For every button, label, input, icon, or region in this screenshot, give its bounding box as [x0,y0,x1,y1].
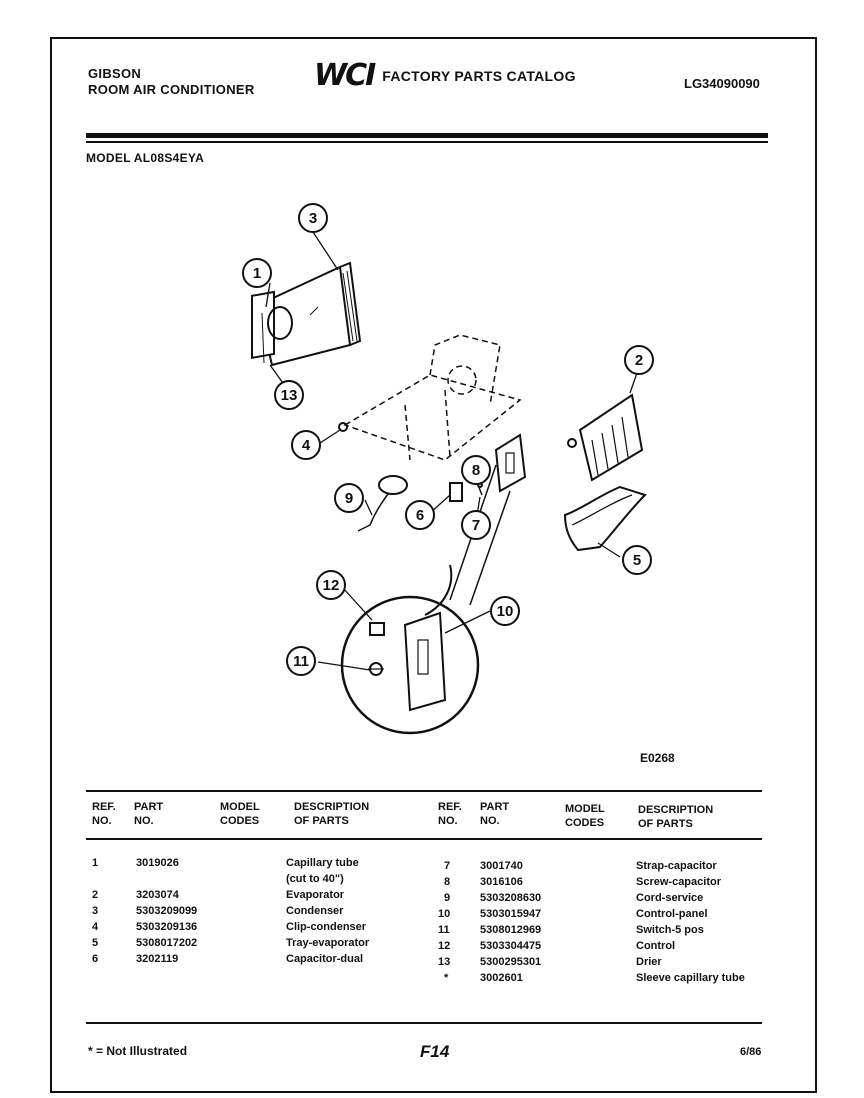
callout-1: 1 [242,258,272,288]
figure-code: E0268 [640,751,675,765]
catalog-title: FACTORY PARTS CATALOG [382,67,576,84]
callout-5: 5 [622,545,652,575]
brand-name: GIBSON [88,66,142,81]
header-rule-thick [86,133,768,138]
clip-drawing [338,422,348,432]
svg-text:5: 5 [633,552,641,569]
base-pan-drawing [343,334,522,461]
header-rule-thin [86,141,768,143]
table-bottom-rule [86,1022,762,1024]
capacitor-drawing [449,482,483,502]
wci-logo: WCI [314,58,376,93]
callout-7: 7 [461,510,491,540]
svg-text:1: 1 [253,265,261,282]
page-frame [50,37,817,1093]
parts-diagram: 3 1 13 2 4 8 9 6 7 5 12 10 11 [242,203,654,735]
svg-text:4: 4 [302,437,311,454]
svg-text:2: 2 [635,352,643,369]
condenser-drawing [251,261,362,367]
control-panel-drawing [494,433,527,493]
cord-drawing [357,475,408,532]
evaporator-drawing [567,393,644,482]
callout-11: 11 [286,646,316,676]
callout-4: 4 [291,430,321,460]
svg-text:8: 8 [472,462,480,479]
table-top-rule [86,790,762,792]
header-ref-right: REF.NO. [438,801,462,827]
svg-text:13: 13 [281,387,298,404]
callout-2: 2 [624,345,654,375]
detail-circle [340,564,480,735]
header-left: GIBSON ROOM AIR CONDITIONER [88,66,255,98]
callout-9: 9 [334,483,364,513]
callout-markers: 3 1 13 2 4 8 9 6 7 5 12 10 11 [242,203,654,676]
model-label: MODEL AL08S4EYA [86,151,205,165]
header-ref-left: REF.NO. [92,801,116,827]
product-name: ROOM AIR CONDITIONER [88,82,255,97]
svg-text:11: 11 [293,653,309,670]
svg-text:7: 7 [472,517,480,534]
table-header-rule [86,838,762,840]
callout-3: 3 [298,203,328,233]
page-number: F14 [420,1042,450,1061]
svg-text:12: 12 [323,577,340,594]
callout-12: 12 [316,570,346,600]
catalog-number: LG34090090 [684,76,760,91]
svg-text:3: 3 [309,210,317,227]
svg-text:6: 6 [416,507,424,524]
callout-13: 13 [274,380,304,410]
table-row: (cut to 40") [286,873,344,885]
not-illustrated-note: * = Not Illustrated [88,1044,188,1058]
svg-text:9: 9 [345,490,353,507]
catalog-date: 6/86 [740,1046,762,1058]
callout-8: 8 [461,455,491,485]
svg-text:10: 10 [497,603,514,620]
header-center: WCI FACTORY PARTS CATALOG [314,58,576,93]
callout-10: 10 [490,596,520,626]
tray-drawing [563,485,647,552]
callout-6: 6 [405,500,435,530]
